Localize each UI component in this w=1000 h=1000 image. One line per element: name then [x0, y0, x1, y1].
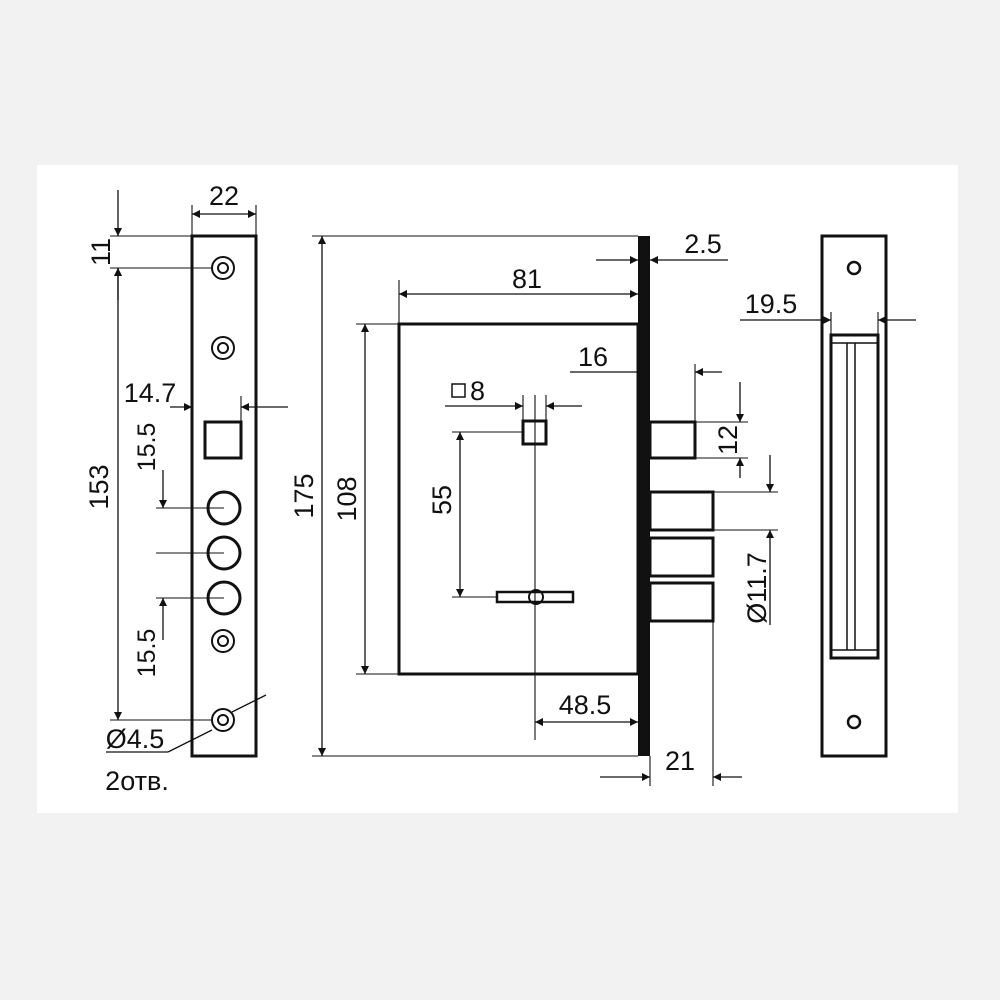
dim-backset: 48.5 [559, 690, 612, 720]
dead-bolt-2 [648, 536, 715, 578]
dim-bolt-throw: 21 [665, 746, 695, 776]
latch-opening [203, 420, 243, 460]
dim-center-distance: 55 [427, 485, 457, 515]
dim-housing-depth: 81 [512, 264, 542, 294]
dim-top-screw-offset: 11 [86, 238, 116, 266]
square-symbol-icon [451, 383, 466, 398]
dim-plate-thickness: 2.5 [684, 229, 722, 259]
dim-hole-count: 2отв. [105, 766, 169, 796]
dim-faceplate-length: 175 [289, 473, 319, 518]
faceplate [190, 234, 258, 758]
faceplate-view: 22 11 153 14.7 15.5 15.5 Ø4.5 2отв. [84, 181, 288, 796]
dead-bolt-1 [648, 490, 715, 532]
strike-plate [820, 234, 888, 758]
screw-hole-bottom-1 [211, 629, 235, 653]
dim-spacing-bottom: 15.5 [133, 629, 161, 678]
dim-screw-hole: Ø4.5 [106, 724, 165, 754]
dim-spacing-top: 15.5 [133, 423, 161, 472]
dim-spindle-square: 8 [470, 376, 485, 406]
strike-plate-view: 19.5 [740, 234, 916, 758]
dim-latch-projection: 16 [578, 342, 608, 372]
lock-housing [397, 322, 640, 676]
strike-recess [829, 333, 880, 660]
dim-bolt-diameter: Ø11.7 [742, 552, 772, 624]
dead-bolt-3 [648, 581, 715, 623]
dim-overall-height: 153 [84, 464, 114, 509]
lock-body-view: 81 2.5 16 8 175 108 55 [289, 229, 778, 786]
dim-faceplate-width: 22 [209, 181, 239, 211]
strike-screw-hole-bottom [846, 714, 862, 730]
latch-bolt [648, 420, 697, 460]
dim-latch-height: 12 [713, 425, 743, 455]
front-plate [638, 236, 650, 756]
dim-housing-height: 108 [332, 476, 362, 521]
dim-latch-offset: 14.7 [124, 378, 177, 408]
dim-strike-width: 19.5 [745, 289, 798, 319]
strike-screw-hole-top [846, 260, 862, 276]
screw-hole-top-2 [211, 336, 235, 360]
